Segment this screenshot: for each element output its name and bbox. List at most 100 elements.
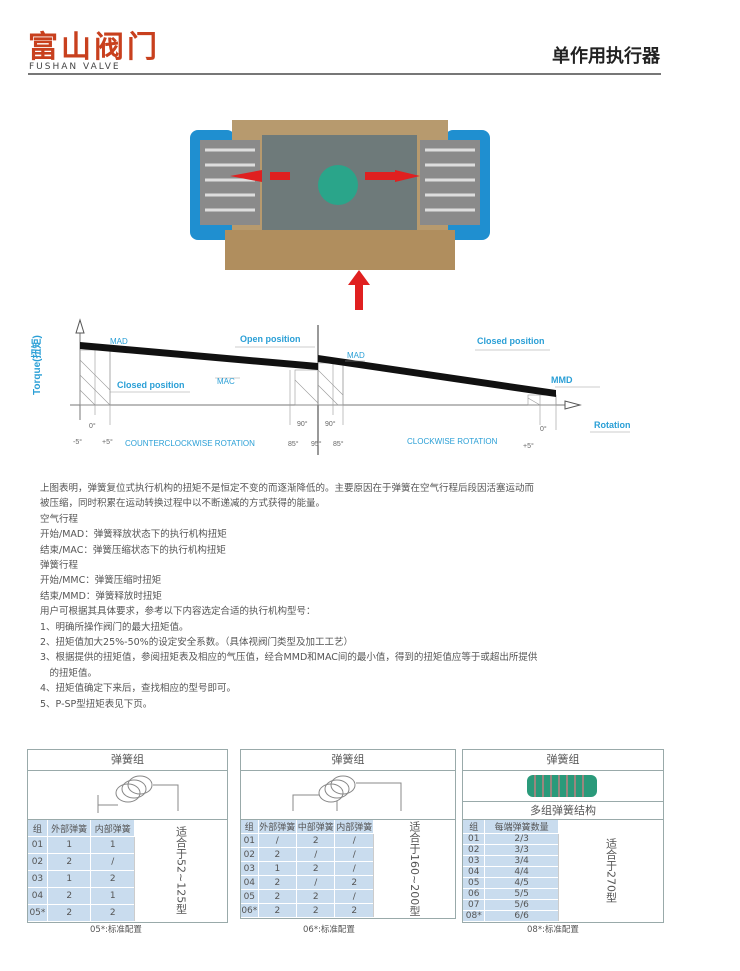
tick-85-a: 85° [288,440,299,448]
mad-label-right: MAD [347,351,365,360]
logo-chinese: 富山阀门 [28,30,160,65]
table-cell: 08* [463,910,486,922]
column-header: 外部弹簧 [258,820,298,834]
table-cell: 03 [241,861,259,876]
air-stroke-torque-line [80,342,318,370]
text-line: 结束/MAC：弹簧压缩状态下的执行机构扭矩 [40,544,226,556]
table-cell: 04 [241,875,259,890]
column-header: 组 [241,820,259,834]
table-cell: 2 [47,887,92,905]
applicable-models-label: 适合于160~200型 [372,820,456,918]
table-header-row: 组外部弹簧内部弹簧适合于52~125型 [28,820,227,922]
text-line: 空气行程 [40,513,79,525]
open-position-label: Open position [240,334,301,344]
text-line: 3、根据提供的扭矩值，参阅扭矩表及相应的气压值，经合MMD和MAC间的最小值，得… [40,652,538,664]
spring-image [463,771,663,802]
table-cell: 05* [28,904,48,922]
table-cell: 01 [28,836,48,854]
applicable-models-label: 适合于52~125型 [134,820,227,922]
tick-plus5-right: +5° [523,442,534,450]
table-cell: 4/5 [484,877,559,889]
table-cell: 03 [463,855,486,867]
table-cell: 06 [463,888,486,900]
applicable-models-label: 适合于270型 [557,820,664,922]
table-1-caption: 05*:标准配置 [90,925,142,935]
table-cell: 02 [28,853,48,871]
text-line: 弹簧行程 [40,560,79,572]
table-cell: 2 [258,875,298,890]
column-header: 组 [463,820,486,834]
description-text: 上图表明，弹簧复位式执行机构的扭矩不是恒定不变的而逐渐降低的。主要原因在于弹簧在… [40,481,540,712]
table-cell: / [334,861,374,876]
ccw-rotation-label: COUNTERCLOCKWISE ROTATION [125,439,255,448]
table-title: 弹簧组 [241,750,455,771]
column-header: 外部弹簧 [47,820,92,837]
table-cell: / [258,833,298,848]
tick-0-left: 0° [89,422,96,430]
text-line: 开始/MMC：弹簧压缩时扭矩 [40,575,162,587]
table-cell: / [334,847,374,862]
table-cell: 1 [90,887,136,905]
table-cell: 2 [47,904,92,922]
table-cell: 2 [296,833,336,848]
column-header: 组 [28,820,48,837]
table-cell: / [90,853,136,871]
table-cell: 2 [296,861,336,876]
table-subtitle: 多组弹簧结构 [463,802,663,820]
text-line: 上图表明，弹簧复位式执行机构的扭矩不是恒定不变的而逐渐降低的。主要原因在于弹簧在… [40,483,535,494]
spring-image [241,771,455,820]
text-line: 的扭矩值。 [40,667,98,679]
tick-plus5-left: +5° [102,438,113,446]
table-row: 08*6/6 [463,910,663,922]
table-cell: 2 [258,847,298,862]
column-header: 内部弹簧 [90,820,136,837]
tick-90-b: 90° [325,420,336,428]
text-line: 1、明确所操作阀门的最大扭矩值。 [40,621,189,633]
table-title: 弹簧组 [463,750,663,771]
y-axis-label: Torque(扭矩) [30,335,43,395]
text-line: 4、扭矩值确定下来后，查找相应的型号即可。 [40,683,237,695]
table-cell: 2 [258,889,298,904]
table-cell: 5/5 [484,888,559,900]
table-3-caption: 08*:标准配置 [527,925,579,935]
x-axis-label: Rotation [594,420,631,430]
tick-95: 95° [311,440,322,448]
table-cell: / [296,875,336,890]
table-cell: 04 [463,866,486,878]
table-cell: 2 [90,904,136,922]
header-divider [28,73,661,75]
table-cell: 2 [296,903,336,918]
cw-rotation-label: CLOCKWISE ROTATION [407,437,498,446]
table-cell: 03 [28,870,48,888]
closed-position-right-label: Closed position [477,336,545,346]
spring-stroke-torque-line [318,355,556,397]
tick-minus5: -5° [73,438,82,446]
table-cell: 01 [463,833,486,845]
table-cell: 2 [47,853,92,871]
spring-image [28,771,227,820]
table-cell: 6/6 [484,910,559,922]
table-cell: 3/4 [484,855,559,867]
column-header: 中部弹簧 [296,820,336,834]
tick-0-right: 0° [540,425,547,433]
table-2-caption: 06*:标准配置 [303,925,355,935]
column-header: 每端弹簧数量 [484,820,559,834]
table-cell: 04 [28,887,48,905]
table-cell: 2/3 [484,833,559,845]
text-line: 2、扭矩值加大25%-50%的设定安全系数。（具体视阀门类型及加工工艺） [40,637,353,649]
table-cell: 1 [47,870,92,888]
table-cell: 2 [258,903,298,918]
